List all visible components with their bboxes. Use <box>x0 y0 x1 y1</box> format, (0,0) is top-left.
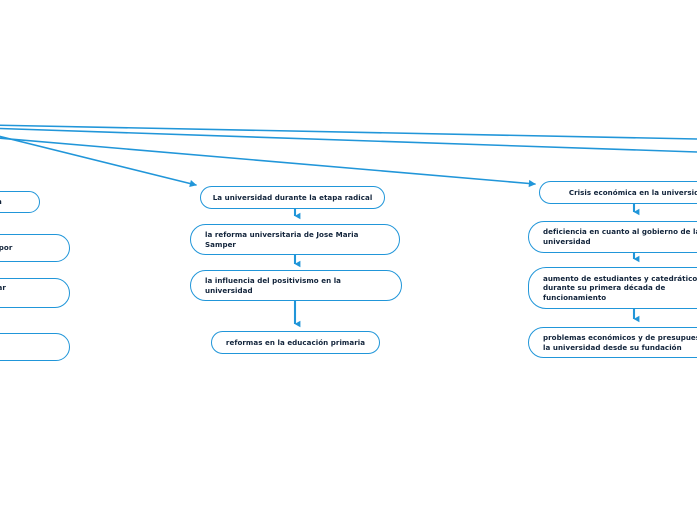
node-deficiencia-gobierno[interactable]: deficiencia en cuanto al gobierno de la … <box>528 221 697 253</box>
node-aumento-estudiantes[interactable]: aumento de estudiantes y catedráticos du… <box>528 267 697 309</box>
node-reformas-educacion-primaria[interactable]: reformas en la educación primaria <box>211 331 380 354</box>
node-label: problemas económicos y de presupuesto de… <box>543 332 697 352</box>
node-label: la influencia del positivismo en la univ… <box>205 275 342 295</box>
node-label: ón otorgar ón <box>0 283 6 293</box>
node-label: reformas en la educación primaria <box>225 337 366 347</box>
node-la-colonia[interactable]: la colonia <box>0 191 40 213</box>
root-edge-4 <box>0 137 536 188</box>
node-label: la reforma universitaria de Jose Maria S… <box>205 229 359 249</box>
root-fan-edges <box>0 124 697 188</box>
node-label: Crisis económica en la universidad <box>568 187 697 197</box>
node-label: rsidad <box>0 342 2 352</box>
node-label: la colonia <box>0 197 16 207</box>
node-label: fundada por <box>0 243 13 253</box>
root-edge-1 <box>0 124 697 140</box>
node-crisis-economica[interactable]: Crisis económica en la universidad <box>539 181 697 204</box>
node-problemas-economicos[interactable]: problemas económicos y de presupuesto de… <box>528 327 697 358</box>
node-label: La universidad durante la etapa radical <box>212 192 373 202</box>
node-label: aumento de estudiantes y catedráticos du… <box>543 273 697 302</box>
node-universidad-etapa-radical[interactable]: La universidad durante la etapa radical <box>200 186 385 209</box>
node-influencia-positivismo[interactable]: la influencia del positivismo en la univ… <box>190 270 402 301</box>
node-reforma-jose-maria-samper[interactable]: la reforma universitaria de Jose Maria S… <box>190 224 400 255</box>
node-otorgar[interactable]: ón otorgar ón <box>0 278 70 308</box>
node-label: deficiencia en cuanto al gobierno de la … <box>543 227 697 246</box>
node-fundada-por[interactable]: fundada por <box>0 234 70 262</box>
node-universidad-left[interactable]: rsidad <box>0 333 70 361</box>
root-edge-2 <box>0 127 697 153</box>
root-edge-3 <box>0 135 197 188</box>
